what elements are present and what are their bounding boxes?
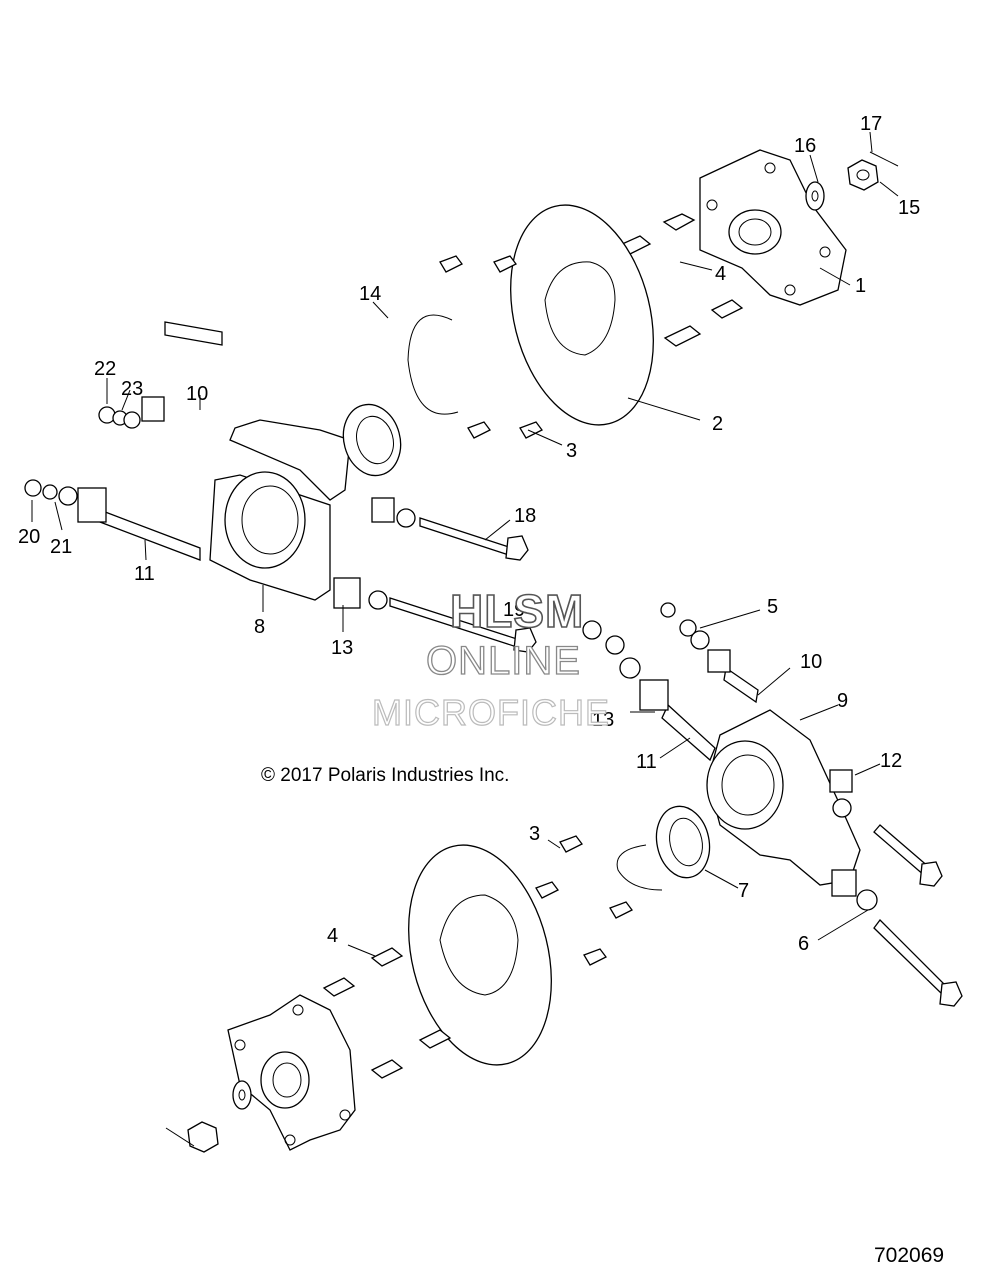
disc-bolts-upper[interactable] [439,255,543,439]
bolt-18[interactable] [419,517,529,561]
callout-13-left: 13 [331,637,353,659]
bolt-right-upper[interactable] [873,824,943,887]
hub-upper[interactable] [699,149,847,306]
cotter-pin-upper[interactable] [869,151,899,167]
callout-18: 18 [514,505,536,527]
washers-right[interactable] [582,602,878,911]
hub-lower[interactable] [227,994,356,1151]
callout-11-right: 11 [636,751,657,773]
bolt-right-lower[interactable] [873,919,963,1007]
callout-4-lower: 4 [327,925,338,947]
callout-5: 5 [767,596,778,618]
washer-upper[interactable] [805,181,825,211]
disc-bolts-lower[interactable] [535,835,633,966]
snap-ring-lower[interactable] [616,844,663,891]
callout-2: 2 [712,413,723,435]
callout-14: 14 [359,283,381,305]
copyright-text: © 2017 Polaris Industries Inc. [261,765,509,786]
callout-10-left: 10 [186,383,208,405]
snap-ring-upper[interactable] [407,314,459,415]
callout-7: 7 [738,880,749,902]
watermark-line-2: ONLINE [426,639,581,683]
bearing-lower[interactable] [650,801,716,882]
leader-lines [31,131,899,957]
bearing-upper[interactable] [336,398,409,482]
callout-3-lower: 3 [529,823,540,845]
callout-11-left: 11 [134,563,155,585]
callout-12: 12 [880,750,902,772]
callout-17: 17 [860,113,882,135]
bushings-right[interactable] [639,649,857,897]
callout-1: 1 [855,275,866,297]
watermark: HLSM ONLINE MICROFICHE [371,584,610,733]
callout-21: 21 [50,536,72,558]
callout-labels: 16 17 15 1 4 2 3 14 10 22 23 20 21 11 8 … [18,113,920,955]
knuckle-right[interactable] [706,709,861,886]
washers-left[interactable] [24,406,416,610]
callout-8: 8 [254,616,265,638]
callout-10-right: 10 [800,651,822,673]
nut-lower[interactable] [187,1121,219,1153]
callout-20: 20 [18,526,40,548]
callout-15: 15 [898,197,920,219]
cotter-pin-lower[interactable] [165,1127,195,1147]
watermark-line-3: MICROFICHE [372,692,610,733]
callout-19: 19 [503,599,525,621]
brake-disc-upper[interactable] [489,190,675,440]
knuckle-left[interactable] [209,419,351,601]
callout-3-upper: 3 [566,440,577,462]
washer-lower[interactable] [232,1080,252,1110]
callout-6: 6 [798,933,809,955]
callout-9: 9 [837,690,848,712]
callout-13-right: 13 [592,709,614,731]
bushings-left[interactable] [77,321,395,609]
callout-16: 16 [794,135,816,157]
callout-23: 23 [121,378,143,400]
bolt-19[interactable] [389,597,537,653]
watermark-line-1: HLSM [450,585,584,637]
callout-22: 22 [94,358,116,380]
studs-lower[interactable] [322,947,452,1079]
drawing-number: 702069 [874,1244,944,1267]
brake-disc-lower[interactable] [387,830,573,1080]
callout-4-upper: 4 [715,263,726,285]
nut-upper[interactable] [847,159,879,191]
